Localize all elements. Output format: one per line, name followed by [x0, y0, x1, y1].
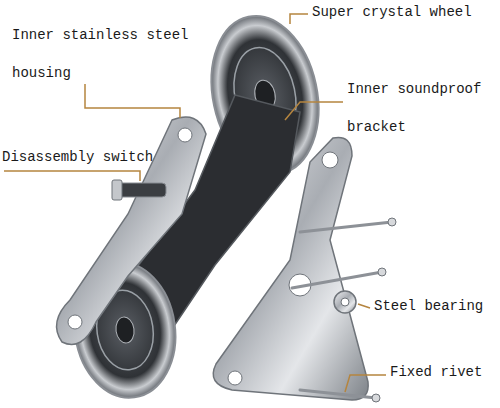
part-label: Inner soundproof bracket [347, 70, 492, 146]
part-label: Super crystal wheel [312, 3, 492, 21]
part-label: Inner stainless steel housing [12, 16, 197, 92]
housing-hole [178, 128, 192, 142]
steel-bearing [334, 291, 356, 313]
housing-hole [228, 371, 242, 385]
part-label: Steel bearing [374, 297, 494, 315]
part-label: Fixed rivet [390, 363, 495, 381]
housing-hole [322, 152, 338, 168]
part-label: Disassembly switch [2, 148, 172, 166]
disassembly-switch [112, 180, 166, 200]
right-housing-plate [213, 137, 368, 400]
housing-hole [68, 315, 82, 329]
leader-lines [4, 14, 386, 392]
